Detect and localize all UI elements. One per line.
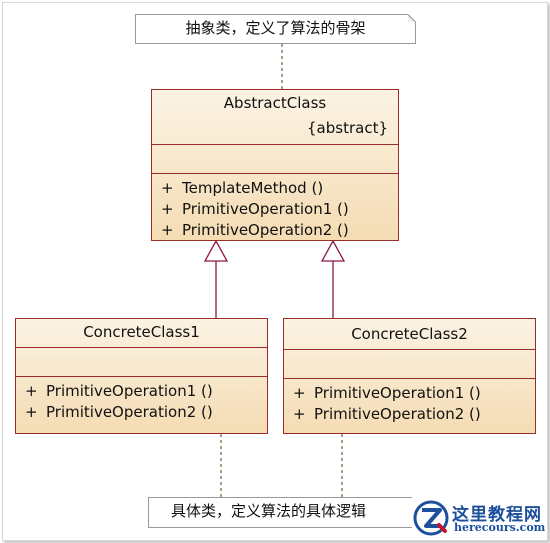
watermark-chinese-text: 这里教程网	[452, 505, 542, 525]
abstract-class-name: AbstractClass	[223, 94, 327, 112]
visibility-marker: +	[161, 200, 174, 218]
abstract-class-header: AbstractClass {abstract}	[152, 90, 398, 145]
operation-row: + TemplateMethod ()	[152, 178, 398, 199]
visibility-marker: +	[161, 179, 174, 197]
top-note-text: 抽象类，定义了算法的骨架	[185, 19, 366, 37]
concrete-class-2-name: ConcreteClass2	[351, 325, 468, 343]
concrete-class-1-attributes	[16, 348, 267, 377]
operation-row: + PrimitiveOperation1 ()	[16, 381, 267, 402]
concrete-class-1-name: ConcreteClass1	[83, 323, 200, 341]
abstract-class-operations: + TemplateMethod () + PrimitiveOperation…	[152, 174, 398, 241]
visibility-marker: +	[25, 382, 38, 400]
bottom-note: 具体类，定义算法的具体逻辑	[148, 497, 430, 528]
inheritance-arrow-1	[203, 239, 229, 262]
watermark-logo: 这里教程网 herecours.com	[412, 497, 546, 539]
top-note: 抽象类，定义了算法的骨架	[135, 14, 416, 44]
operation-signature: PrimitiveOperation2 ()	[46, 403, 213, 421]
visibility-marker: +	[293, 384, 306, 402]
operation-row: + PrimitiveOperation2 ()	[152, 220, 398, 241]
concrete-class-1-box: ConcreteClass1 + PrimitiveOperation1 () …	[15, 318, 268, 434]
abstract-class-stereotype: {abstract}	[307, 119, 388, 137]
operation-row: + PrimitiveOperation1 ()	[284, 383, 535, 404]
concrete-class-2-operations: + PrimitiveOperation1 () + PrimitiveOper…	[284, 379, 535, 425]
inheritance-arrow-2	[320, 239, 346, 262]
operation-signature: PrimitiveOperation1 ()	[314, 384, 481, 402]
operation-signature: PrimitiveOperation1 ()	[46, 382, 213, 400]
operation-row: + PrimitiveOperation1 ()	[152, 199, 398, 220]
concrete-class-1-operations: + PrimitiveOperation1 () + PrimitiveOper…	[16, 377, 267, 423]
visibility-marker: +	[25, 403, 38, 421]
abstract-class-box: AbstractClass {abstract} + TemplateMetho…	[151, 89, 399, 241]
operation-signature: PrimitiveOperation2 ()	[182, 221, 349, 239]
concrete-class-1-header: ConcreteClass1	[16, 319, 267, 348]
visibility-marker: +	[293, 405, 306, 423]
concrete-class-2-attributes	[284, 350, 535, 379]
operation-signature: TemplateMethod ()	[182, 179, 324, 197]
operation-row: + PrimitiveOperation2 ()	[284, 404, 535, 425]
operation-row: + PrimitiveOperation2 ()	[16, 402, 267, 423]
watermark-domain-text: herecours.com	[454, 521, 546, 534]
operation-signature: PrimitiveOperation1 ()	[182, 200, 349, 218]
bottom-note-text: 具体类，定义算法的具体逻辑	[171, 502, 367, 520]
operation-signature: PrimitiveOperation2 ()	[314, 405, 481, 423]
concrete-class-2-header: ConcreteClass2	[284, 319, 535, 350]
note-fold-icon	[408, 14, 416, 22]
watermark-z-icon	[413, 500, 449, 536]
visibility-marker: +	[161, 221, 174, 239]
abstract-class-attributes	[152, 145, 398, 174]
concrete-class-2-box: ConcreteClass2 + PrimitiveOperation1 () …	[283, 318, 536, 434]
